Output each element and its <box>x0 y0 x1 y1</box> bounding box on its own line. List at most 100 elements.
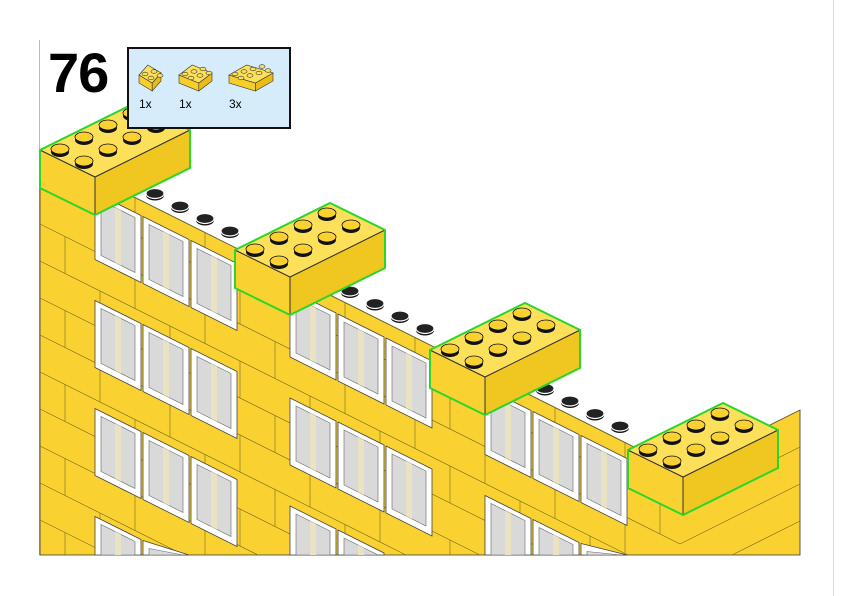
window-glass <box>586 551 622 556</box>
brick-course-line <box>731 520 801 556</box>
window-curtain <box>358 545 364 555</box>
icon-stud <box>246 73 254 78</box>
brick-course-line <box>39 482 185 556</box>
window-curtain <box>310 413 316 471</box>
page-margin-line <box>39 40 40 555</box>
window-glass <box>148 548 184 556</box>
stud-top <box>662 455 682 467</box>
window-curtain <box>163 339 169 398</box>
step-number: 76 <box>48 41 109 104</box>
icon-stud <box>150 69 158 74</box>
brick-course-line <box>39 149 681 471</box>
wall <box>39 149 801 556</box>
window-curtain <box>310 305 316 363</box>
icon-stud <box>249 66 257 72</box>
icon-stud <box>237 75 245 81</box>
window-curtain <box>505 402 511 461</box>
stud-top <box>488 343 508 355</box>
stud-top <box>317 231 337 243</box>
icon-stud <box>181 71 189 77</box>
highlight-outline <box>234 201 386 317</box>
window-curtain <box>310 521 316 555</box>
stud-top <box>122 131 142 143</box>
stud-top <box>512 331 532 343</box>
stud-top <box>269 231 289 243</box>
stud-top <box>293 243 313 255</box>
icon-stud <box>141 71 149 77</box>
stud-top <box>50 143 70 155</box>
window-curtain <box>505 510 511 555</box>
icon-stud <box>156 73 164 78</box>
highlight-outline <box>627 401 779 517</box>
new-brick-3 <box>428 301 582 417</box>
stud-top <box>536 319 556 331</box>
stud-top <box>464 331 484 343</box>
brick-course-line <box>679 483 801 545</box>
stud-top <box>488 319 508 331</box>
window-curtain <box>358 329 364 387</box>
window-curtain <box>115 315 121 374</box>
page-edge-line <box>833 0 834 596</box>
icon-top <box>138 64 162 84</box>
part-quantity: 1x <box>179 97 192 111</box>
stud-top <box>365 297 385 310</box>
stud-top <box>585 407 605 420</box>
stud-top <box>293 219 313 231</box>
icon-stud <box>255 70 263 76</box>
window-curtain <box>553 426 559 485</box>
icon-stud <box>258 64 266 69</box>
window-curtain <box>163 231 169 290</box>
icon-stud <box>187 75 195 81</box>
icon-stud <box>147 75 155 81</box>
stud-top <box>440 343 460 355</box>
stud-top <box>560 395 580 407</box>
icon-stud <box>231 71 239 77</box>
stud-top <box>686 443 706 455</box>
window-curtain <box>601 450 607 509</box>
new-brick-1 <box>38 101 192 217</box>
brick-course-line <box>39 260 629 556</box>
stud-top <box>686 419 706 431</box>
window-curtain <box>115 207 121 266</box>
stud-top <box>662 431 682 443</box>
stud-top <box>74 155 94 167</box>
stud-top <box>341 219 361 231</box>
stud-top <box>638 443 658 455</box>
highlight-outline <box>429 301 581 417</box>
window-curtain <box>406 461 412 519</box>
stud-top <box>317 207 337 219</box>
stud-top <box>610 420 630 432</box>
stud-top <box>464 355 484 367</box>
parts-callout: 1x 1x 3x <box>127 47 291 129</box>
stud-top <box>195 212 215 225</box>
stud-top <box>390 310 410 322</box>
window-curtain <box>553 534 559 555</box>
icon-stud <box>264 68 272 73</box>
stud-top <box>98 143 118 155</box>
icon-stud <box>240 69 248 74</box>
icon-stud <box>196 73 204 78</box>
icon-stud <box>190 69 198 74</box>
stud-top <box>245 243 265 255</box>
window-curtain <box>115 531 121 555</box>
window-curtain <box>211 471 217 530</box>
stud-top <box>710 431 730 443</box>
stud-top <box>269 255 289 267</box>
stud-top <box>145 187 165 200</box>
stud-top <box>512 307 532 319</box>
part-quantity: 1x <box>139 97 152 111</box>
window-curtain <box>163 447 169 506</box>
stud-top <box>170 200 190 212</box>
icon-stud <box>205 70 213 76</box>
stud-top <box>220 225 240 237</box>
window-curtain <box>358 437 364 495</box>
brick-2x2-icon <box>138 64 164 92</box>
icon-stud <box>199 66 207 72</box>
part-quantity: 3x <box>229 97 242 111</box>
stud-top <box>734 419 754 431</box>
stud-top <box>98 119 118 131</box>
new-brick-4 <box>626 401 780 517</box>
brick-2x3-icon <box>178 64 213 92</box>
stud-top <box>74 131 94 143</box>
